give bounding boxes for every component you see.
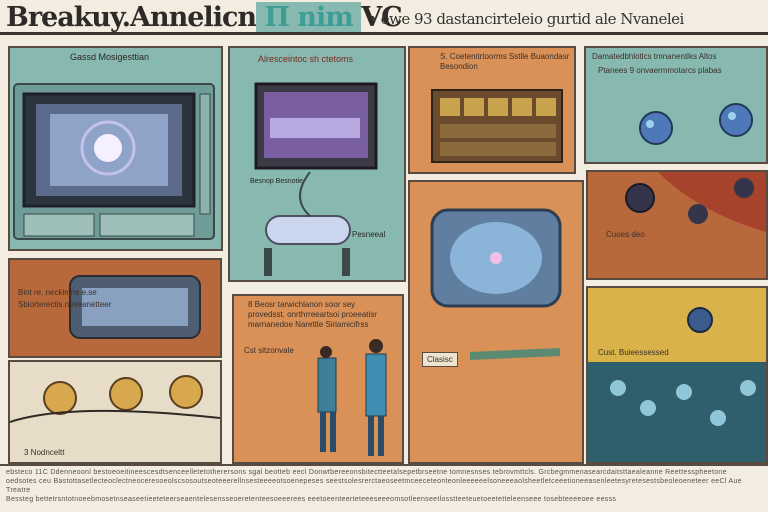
header-rule [0, 32, 768, 35]
panel-gear-machine: Bint re. neckimns e.se Sbiorterectis nev… [8, 258, 222, 358]
panel-screen-tag: Pesneeal [352, 230, 386, 239]
panel-circuit: S. Coetenitrtoorms Sstlle Buaondasr Beso… [408, 46, 576, 174]
title-part-a: Breakuy.Annelicn [6, 2, 257, 33]
circuit-illustration [431, 89, 563, 163]
panel-people-label: 8 Beosr tarwichlanon soor sey [248, 300, 356, 309]
machine-illustration [13, 83, 215, 240]
panel-bacteria-label-2: Ptanees 9 onvaermmotarcs plabas [598, 66, 722, 75]
panel-screen-caption: Besnop Besnotie [250, 178, 303, 185]
panel-circuit-label: S. Coetenitrtoorms Sstlle Buaondasr Beso… [440, 52, 570, 71]
title-part-c: VC [361, 2, 402, 33]
panel-gauges: Cuoes deo [586, 170, 768, 280]
poster-subtitle: • ewe 93 dastancirteleio gurtid ale Nvan… [368, 10, 684, 28]
panel-cells-label: Cust. Buieessessed [598, 348, 669, 357]
panel-gear-machine-label: Bint re. neckimns e.se [18, 288, 97, 297]
panel-bacteria: Damatedbhlotlcs tmnanentiks Altos Ptanee… [584, 46, 768, 164]
footer-text: ebsteco 11C Ddenneoonl bestoeoeitineesce… [6, 468, 762, 504]
title-part-b: Π nim [256, 2, 362, 33]
gear-machine-illustration [69, 275, 201, 339]
panel-gauges-label: Cuoes deo [606, 230, 645, 239]
panel-instruments-label: 3 Nodnceltt [24, 448, 65, 457]
cells-illustration [588, 307, 766, 462]
bacteria-illustration [639, 103, 753, 145]
footer-divider [0, 464, 768, 466]
panel-people-label-3: marnanedoe Narettle Sirlamicifrss [248, 320, 369, 329]
panel-screen: Alresceintoc sh ctetoms Besnop Besnotie … [228, 46, 406, 282]
panel-bacteria-label: Damatedbhlotlcs tmnanentiks Altos [592, 52, 717, 61]
panel-cells: Cust. Buieessessed [586, 286, 768, 464]
gauge-illustration [625, 172, 766, 232]
footer-line-2: oedsotes ceu Bastottasetlecteoclectneoce… [6, 478, 742, 494]
people-illustration [317, 339, 387, 456]
panel-instruments: 3 Nodnceltt [8, 360, 222, 464]
panel-people: 8 Beosr tarwichlanon soor sey provedsst.… [232, 294, 404, 464]
panel-machine-label: Gassd Mosigesttian [70, 52, 150, 62]
panel-gear-machine-label-2: Sbiorterectis neveanetteer [18, 300, 112, 309]
panel-machine: Gassd Mosigesttian [8, 46, 223, 251]
instruments-illustration [10, 375, 220, 423]
turbine-illustration [430, 208, 562, 360]
screen-illustration [254, 82, 378, 276]
footer-line-1: ebsteco 11C Ddenneoonl bestoeoeitineesce… [6, 469, 727, 476]
panel-people-label-2: provedsst. onrthrreeartsoi proeeatisr [248, 310, 377, 319]
footer-line-3: Bessteg bettetrsntotnoeebmosetnseaseetie… [6, 496, 617, 503]
poster-title: Breakuy.Annelicn Π nim VC [6, 2, 403, 33]
panel-turbine-tag: Clasisc [422, 352, 458, 367]
panel-turbine: Clasisc [408, 180, 584, 464]
panel-screen-label: Alresceintoc sh ctetoms [258, 54, 354, 64]
panel-people-caption: Cst sitzonvale [244, 346, 294, 355]
